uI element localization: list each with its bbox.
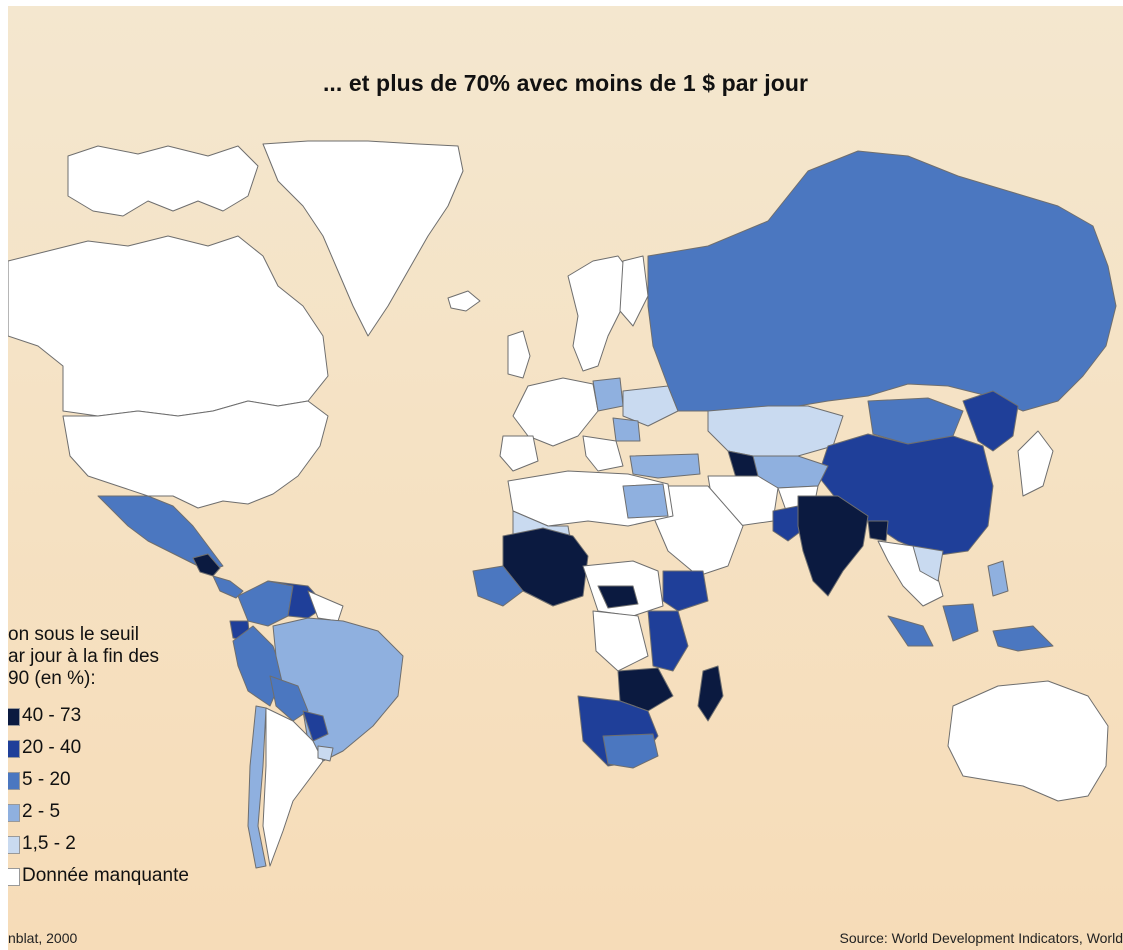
legend-swatch bbox=[8, 868, 20, 886]
region-congo bbox=[592, 610, 649, 672]
region-poland bbox=[592, 377, 624, 412]
legend-heading-line: 90 (en %): bbox=[8, 668, 96, 689]
region-west-africa-coast bbox=[472, 565, 524, 607]
legend-item: 2 - 5 bbox=[8, 796, 228, 828]
region-argentina bbox=[262, 707, 324, 867]
region-iberia bbox=[499, 435, 539, 472]
region-iceland bbox=[447, 290, 481, 312]
legend-item: Donnée manquante bbox=[8, 860, 228, 892]
region-usa bbox=[62, 400, 329, 509]
region-car bbox=[597, 585, 639, 609]
region-canada-north bbox=[67, 145, 259, 217]
region-bolivia bbox=[269, 675, 309, 722]
region-philippines bbox=[987, 560, 1009, 597]
source-credit-left: nblat, 2000 bbox=[8, 930, 78, 946]
region-colombia bbox=[237, 580, 294, 627]
map-title: ... et plus de 70% avec moins de 1 $ par… bbox=[322, 70, 809, 96]
region-japan bbox=[1017, 430, 1054, 497]
region-india bbox=[797, 495, 869, 597]
region-ukraine bbox=[622, 385, 679, 427]
region-russia bbox=[647, 150, 1117, 417]
region-bangladesh bbox=[867, 520, 889, 542]
region-balkans bbox=[582, 435, 624, 472]
legend-swatch bbox=[8, 740, 20, 758]
legend-label: 2 - 5 bbox=[22, 801, 61, 822]
region-paraguay bbox=[302, 710, 329, 742]
region-east-africa bbox=[647, 610, 689, 672]
legend-heading-line: on sous le seuil bbox=[8, 624, 139, 645]
region-zambia-zimbabwe bbox=[617, 667, 674, 712]
region-canada bbox=[8, 235, 329, 417]
legend-item: 1,5 - 2 bbox=[8, 828, 228, 860]
map-frame: ... et plus de 70% avec moins de 1 $ par… bbox=[8, 6, 1123, 950]
region-scandinavia bbox=[567, 255, 634, 372]
legend-item: 5 - 20 bbox=[8, 764, 228, 796]
legend-label: Donnée manquante bbox=[22, 865, 189, 886]
legend-swatch bbox=[8, 708, 20, 726]
region-romania bbox=[612, 417, 641, 442]
legend-label: 1,5 - 2 bbox=[22, 833, 76, 854]
region-turkey bbox=[629, 453, 701, 479]
legend-label: 5 - 20 bbox=[22, 769, 71, 790]
legend-swatch bbox=[8, 804, 20, 822]
legend-heading-line: ar jour à la fin des bbox=[8, 646, 160, 667]
legend-item: 20 - 40 bbox=[8, 732, 228, 764]
region-northeast-china bbox=[962, 390, 1019, 452]
region-indonesia-sumatra bbox=[887, 615, 934, 647]
region-south-africa bbox=[602, 733, 659, 769]
legend-item: 40 - 73 bbox=[8, 700, 228, 732]
region-western-europe bbox=[512, 377, 599, 447]
region-egypt bbox=[622, 483, 669, 519]
legend-swatch bbox=[8, 836, 20, 854]
region-central-america bbox=[192, 553, 221, 577]
region-finland bbox=[619, 255, 649, 327]
region-guianas bbox=[307, 590, 344, 622]
legend-label: 40 - 73 bbox=[22, 705, 82, 726]
world-map bbox=[8, 140, 1117, 869]
region-madagascar bbox=[697, 665, 724, 722]
region-kazakhstan bbox=[707, 405, 844, 459]
region-central-america-south bbox=[212, 575, 244, 599]
region-greenland bbox=[262, 140, 464, 337]
region-indonesia-east bbox=[992, 625, 1054, 652]
region-indonesia-borneo bbox=[942, 603, 979, 642]
legend-label: 20 - 40 bbox=[22, 737, 82, 758]
region-uk bbox=[507, 330, 531, 379]
source-credit-right: Source: World Development Indicators, Wo… bbox=[839, 930, 1123, 946]
region-laos bbox=[912, 545, 944, 582]
region-uruguay bbox=[317, 745, 334, 762]
legend-swatch bbox=[8, 772, 20, 790]
region-australia bbox=[947, 680, 1109, 802]
region-ethiopia bbox=[662, 570, 709, 612]
region-chile bbox=[247, 705, 267, 869]
